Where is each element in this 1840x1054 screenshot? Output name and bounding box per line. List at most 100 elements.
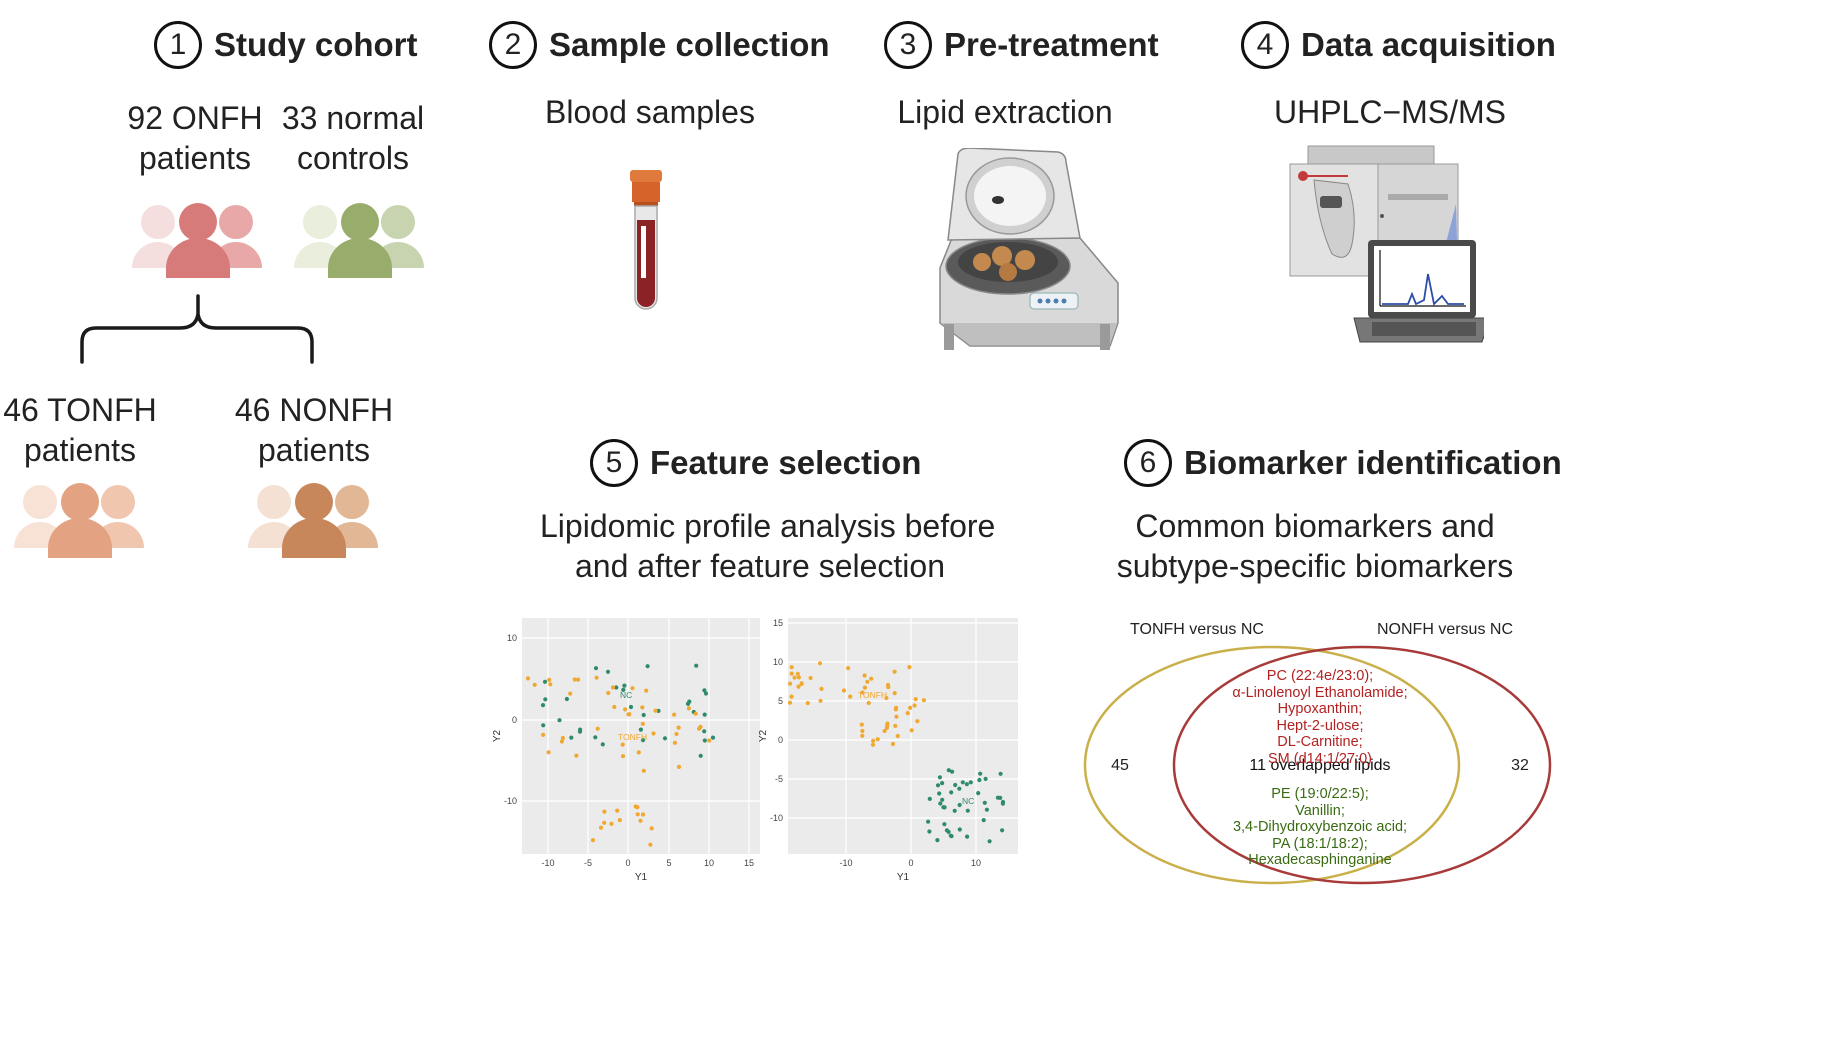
scatter-point — [638, 727, 643, 732]
scatter-point — [676, 764, 682, 769]
lipid-name: SM (d14:1/27:0) — [1268, 750, 1372, 767]
y-tick-label: -10 — [504, 796, 517, 806]
lipid-name: Hexadecasphinganine — [1248, 852, 1392, 868]
scatter-point — [978, 771, 983, 776]
scatter-point — [957, 802, 962, 808]
scatter-point — [946, 768, 951, 773]
scatter-point — [866, 700, 871, 706]
lipid-name: DL-Carnitine; — [1277, 734, 1363, 750]
scatter-point — [577, 729, 583, 734]
y-tick-label: 10 — [507, 633, 517, 643]
step-title: Feature selection — [650, 444, 922, 481]
step-title: Study cohort — [214, 26, 418, 63]
step-number: 6 — [1124, 439, 1172, 487]
scatter-point — [960, 780, 965, 785]
feature-subtitle: Lipidomic profile analysis before and af… — [540, 506, 995, 586]
scatter-point — [846, 666, 851, 671]
scatter-point — [905, 711, 910, 716]
scatter-point — [957, 827, 962, 832]
step-5-header: 5 Feature selection — [590, 439, 921, 487]
scatter-point — [635, 812, 640, 817]
scatter-point — [869, 676, 874, 681]
scatter-point — [651, 731, 656, 736]
scatter-point — [912, 703, 917, 708]
scatter-point — [982, 800, 987, 805]
scatter-point — [875, 737, 880, 742]
scatter-point — [569, 735, 574, 740]
scatter-point — [698, 753, 703, 758]
cluster-label-nc: NC — [962, 796, 974, 806]
scatter-point — [703, 691, 709, 696]
step-title: Biomarker identification — [1184, 444, 1562, 481]
scatter-point — [672, 712, 677, 717]
scatter-point — [871, 738, 876, 743]
scatter-point — [789, 671, 794, 676]
scatter-point — [702, 712, 707, 717]
scatter-point — [649, 826, 654, 831]
scatter-point — [710, 735, 716, 740]
scatter-point — [913, 697, 918, 702]
scatter-point — [892, 669, 897, 674]
scatter-point — [987, 839, 992, 844]
scatter-point — [870, 742, 876, 747]
scatter-point — [796, 684, 801, 689]
step-title: Data acquisition — [1301, 26, 1556, 63]
y-tick-label: 15 — [773, 618, 783, 628]
cluster-label-tonfh: TONFH — [618, 732, 647, 742]
scatter-point — [645, 664, 650, 669]
y-tick-label: 10 — [773, 657, 783, 667]
scatter-point — [998, 771, 1003, 776]
acquisition-subtitle: UHPLC−MS/MS — [1273, 94, 1507, 130]
scatter-point — [638, 818, 643, 823]
scatter-point — [884, 695, 889, 701]
common-biomarker-list-green: PE (19:0/22:5);Vanillin;3,4-Dihydroxyben… — [1200, 786, 1440, 869]
lipid-name: α-Linolenoyl Ethanolamide; — [1232, 684, 1408, 701]
scatter-point — [525, 676, 531, 681]
scatter-point — [892, 691, 897, 696]
scatter-point — [915, 719, 920, 724]
normal-group-label: 33 normal controls — [278, 98, 428, 178]
step-number: 1 — [154, 21, 202, 69]
lipid-name: 3,4-Dihydroxybenzoic acid; — [1232, 819, 1408, 835]
scatter-point — [568, 691, 573, 696]
step-number: 5 — [590, 439, 638, 487]
y-axis-label: Y2 — [758, 729, 769, 742]
scatter-point — [921, 698, 926, 703]
scatter-point — [593, 666, 599, 671]
venn-right-count: 32 — [1511, 757, 1529, 774]
y-tick-label: -5 — [775, 774, 783, 784]
scatter-point — [890, 741, 896, 747]
scatter-point — [615, 808, 620, 813]
scatter-point — [653, 708, 658, 713]
scatter-point — [789, 665, 794, 670]
scatter-point — [620, 742, 625, 747]
scatter-point — [942, 822, 947, 827]
scatter-point — [672, 740, 677, 745]
venn-right-ellipse — [1172, 645, 1552, 885]
scatter-point — [621, 687, 626, 692]
scatter-point — [595, 726, 600, 731]
x-tick-label: 10 — [704, 858, 714, 868]
scatter-point — [909, 728, 914, 733]
scatter-point — [789, 694, 794, 699]
scatter-point — [799, 681, 804, 686]
scatter-point — [865, 679, 870, 684]
step-number: 2 — [489, 21, 537, 69]
scatter-point — [893, 723, 898, 728]
scatter-point — [546, 750, 551, 755]
scatter-point — [885, 682, 891, 688]
y-tick-label: 0 — [512, 715, 517, 725]
scatter-point — [564, 696, 569, 702]
scatter-point — [938, 801, 943, 806]
scatter-point — [953, 782, 958, 788]
sample-subtitle: Blood samples — [545, 94, 755, 130]
scatter-point — [983, 776, 988, 781]
scatter-point — [548, 682, 553, 687]
scatter-point — [940, 781, 945, 786]
scatter-point — [636, 750, 641, 755]
cohort-split-brace — [80, 294, 314, 364]
scatter-point — [674, 731, 679, 737]
venn-left-label: TONFH versus NC — [1130, 621, 1264, 638]
lipid-name: Hept-2-ulose; — [1276, 717, 1364, 734]
